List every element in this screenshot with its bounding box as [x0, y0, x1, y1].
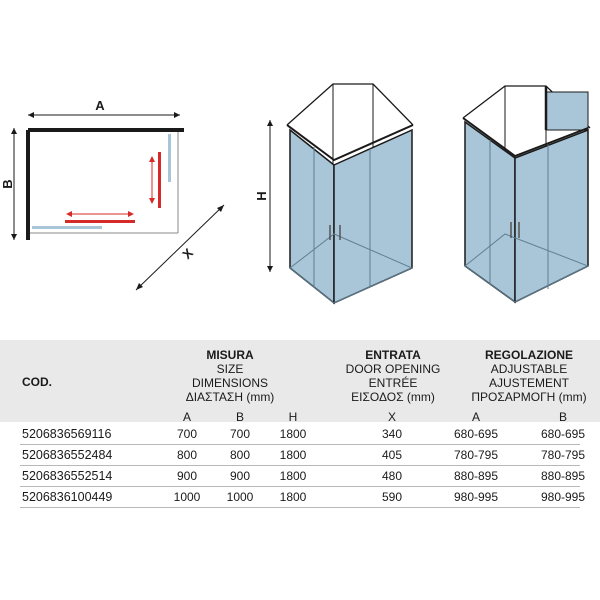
- dimension-x-line: [135, 204, 225, 291]
- dimension-x-label: X: [179, 245, 196, 262]
- row-divider: [20, 465, 580, 466]
- row-adj-b: 980-995: [540, 490, 586, 504]
- regolazione-line-4: ΠΡΟΣΑΡΜΟΓΗ (mm): [471, 390, 587, 404]
- diagrams-svg: A B X: [0, 83, 591, 305]
- entrata-title: ENTRATA: [365, 348, 421, 362]
- row-b: 800: [229, 448, 251, 462]
- regolazione-line-3: AJUSTEMENT: [488, 376, 569, 390]
- table-row: 5206836552514 900 900 1800 480 880-895 8…: [0, 466, 600, 486]
- row-x: 590: [381, 490, 403, 504]
- row-b: 1000: [226, 490, 254, 504]
- entrata-line-3: ENTRÉE: [368, 376, 418, 390]
- entrata-header: ENTRATA DOOR OPENING ENTRÉE ΕΙΣΟΔΟΣ (mm): [338, 348, 448, 404]
- row-h: 1800: [279, 469, 307, 483]
- row-x: 340: [381, 427, 403, 441]
- table-row: 5206836569116 700 700 1800 340 680-695 6…: [0, 424, 600, 444]
- row-h: 1800: [279, 448, 307, 462]
- row-h: 1800: [279, 427, 307, 441]
- table-row: 5206836552484 800 800 1800 405 780-795 7…: [0, 445, 600, 465]
- subheader-b: B: [235, 410, 244, 424]
- red-door-right: [158, 152, 161, 208]
- row-adj-a: 880-895: [453, 469, 499, 483]
- row-code: 5206836552484: [22, 448, 113, 462]
- row-x: 480: [381, 469, 403, 483]
- row-adj-a: 780-795: [453, 448, 499, 462]
- row-b: 700: [229, 427, 251, 441]
- row-divider: [20, 486, 580, 487]
- row-h: 1800: [279, 490, 307, 504]
- row-code: 5206836552514: [22, 469, 113, 483]
- specs-table: COD. MISURA SIZE DIMENSIONS ΔΙΑΣΤΑΣΗ (mm…: [0, 340, 600, 600]
- enclosure-rectangular: [462, 85, 591, 304]
- row-b: 900: [229, 469, 251, 483]
- row-adj-b: 880-895: [540, 469, 586, 483]
- regolazione-header: REGOLAZIONE ADJUSTABLE AJUSTEMENT ΠΡΟΣΑΡ…: [464, 348, 594, 404]
- row-a: 700: [176, 427, 198, 441]
- row-adj-b: 780-795: [540, 448, 586, 462]
- glass-panel-right: [168, 134, 171, 182]
- dimension-b-label: B: [0, 179, 15, 188]
- dimension-h-label: H: [254, 191, 269, 200]
- subheader-h: H: [288, 410, 298, 424]
- enclosure-corner-entry: H: [254, 83, 414, 305]
- misura-header: MISURA SIZE DIMENSIONS ΔΙΑΣΤΑΣΗ (mm): [175, 348, 285, 404]
- cod-header: COD.: [22, 375, 52, 389]
- subheader-x: X: [387, 410, 396, 424]
- row-a: 1000: [173, 490, 201, 504]
- misura-line-4: ΔΙΑΣΤΑΣΗ (mm): [185, 390, 275, 404]
- regolazione-line-2: ADJUSTABLE: [490, 362, 568, 376]
- subheader-adj-a: A: [471, 410, 480, 424]
- misura-title: MISURA: [206, 348, 254, 362]
- subheader-a: A: [182, 410, 191, 424]
- plan-view: A B X: [0, 98, 225, 291]
- row-divider: [20, 444, 580, 445]
- glass-panel-bottom: [32, 226, 102, 229]
- table-header-band: [0, 340, 600, 422]
- row-code: 5206836569116: [22, 427, 112, 441]
- entrata-line-4: ΕΙΣΟΔΟΣ (mm): [351, 390, 435, 404]
- row-divider: [20, 507, 580, 508]
- row-adj-b: 680-695: [540, 427, 586, 441]
- subheader-adj-b: B: [558, 410, 567, 424]
- misura-line-3: DIMENSIONS: [191, 376, 268, 390]
- row-code: 5206836100449: [22, 490, 113, 504]
- diagram-area: A B X: [0, 83, 591, 305]
- row-x: 405: [381, 448, 403, 462]
- red-door-bottom: [65, 220, 135, 223]
- row-a: 800: [176, 448, 198, 462]
- row-adj-a: 980-995: [453, 490, 499, 504]
- entrata-line-2: DOOR OPENING: [345, 362, 441, 376]
- regolazione-title: REGOLAZIONE: [484, 348, 573, 362]
- table-row: 5206836100449 1000 1000 1800 590 980-995…: [0, 487, 600, 507]
- misura-line-2: SIZE: [216, 362, 244, 376]
- dimension-a-label: A: [95, 98, 105, 113]
- row-adj-a: 680-695: [453, 427, 499, 441]
- row-a: 900: [176, 469, 198, 483]
